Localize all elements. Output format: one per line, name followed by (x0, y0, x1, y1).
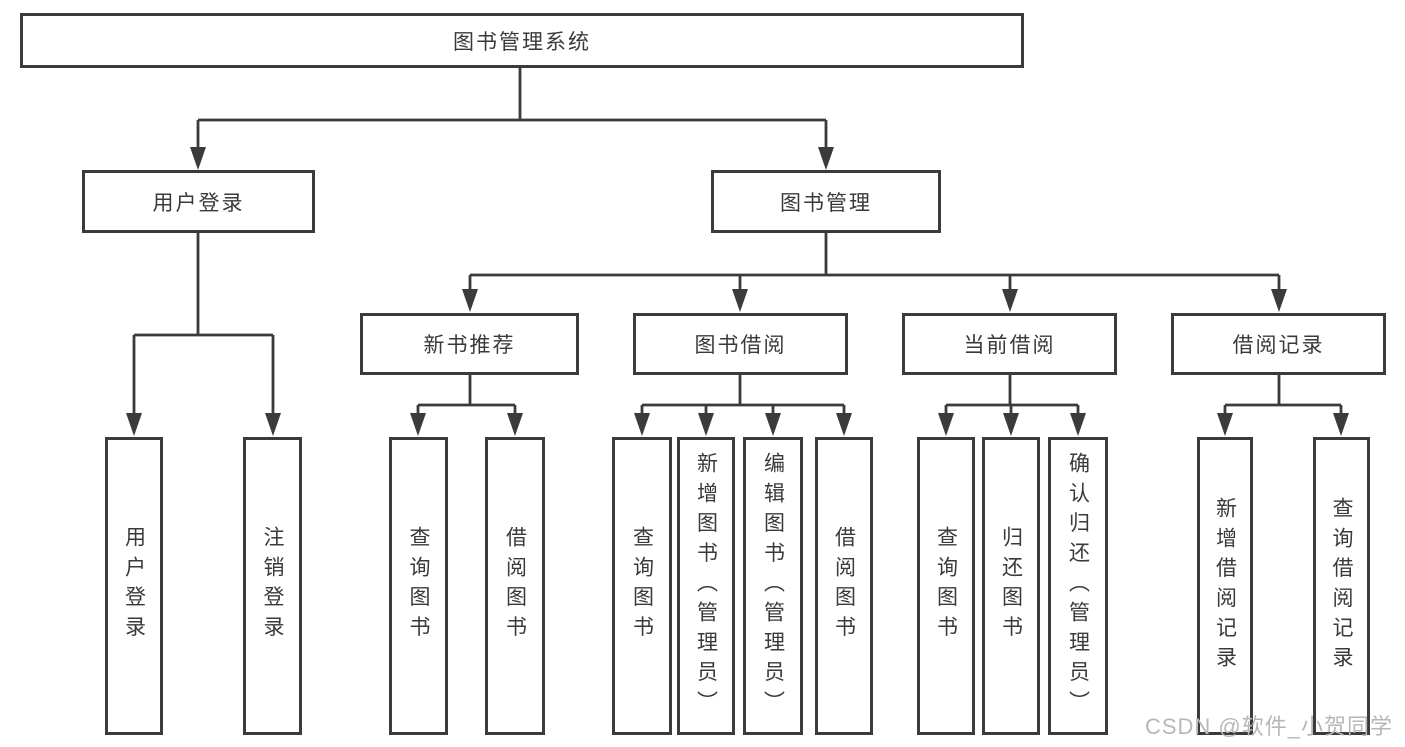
arrowhead (1333, 413, 1349, 436)
leaf-add-borrow-record: 新增借阅记录 (1197, 437, 1253, 735)
node-label: 图书管理 (780, 191, 872, 215)
leaf-label: 注销登录 (261, 526, 284, 646)
node-user-login: 用户登录 (82, 170, 315, 233)
node-library-management-system: 图书管理系统 (20, 13, 1024, 68)
arrowhead (634, 413, 650, 436)
node-current-borrowing: 当前借阅 (902, 313, 1117, 375)
arrowhead (462, 289, 478, 312)
leaf-label: 借阅图书 (832, 526, 856, 646)
arrowhead (126, 413, 142, 436)
arrowhead (1002, 289, 1018, 312)
arrowhead (836, 413, 852, 436)
node-borrowing-records: 借阅记录 (1171, 313, 1386, 375)
arrowhead (1070, 413, 1086, 436)
node-label: 图书借阅 (694, 334, 787, 357)
csdn-watermark: CSDN @软件_小贺同学 (1144, 714, 1393, 739)
node-label: 图书管理系统 (453, 30, 591, 54)
leaf-borrow-books-2: 借阅图书 (815, 437, 873, 735)
leaf-borrow-books-1: 借阅图书 (485, 437, 545, 735)
leaf-label: 借阅图书 (503, 526, 527, 646)
leaf-add-books-admin: 新增图书（管理员） (677, 437, 735, 735)
leaf-confirm-return-admin: 确认归还（管理员） (1048, 437, 1108, 735)
arrowhead (1271, 289, 1287, 312)
arrowhead (190, 147, 206, 170)
node-new-book-recommendation: 新书推荐 (360, 313, 579, 375)
node-book-management: 图书管理 (711, 170, 941, 233)
node-label: 新书推荐 (423, 334, 516, 357)
leaf-query-books-2: 查询图书 (612, 437, 672, 735)
leaf-label: 用户登录 (122, 526, 146, 646)
leaf-label: 归还图书 (999, 526, 1023, 646)
leaf-return-books: 归还图书 (982, 437, 1040, 735)
arrowhead (732, 289, 748, 312)
leaf-edit-books-admin: 编辑图书（管理员） (743, 437, 803, 735)
leaf-query-books-1: 查询图书 (389, 437, 448, 735)
node-label: 当前借阅 (963, 334, 1056, 357)
leaf-label: 查询图书 (630, 526, 654, 646)
leaf-logout: 注销登录 (243, 437, 302, 735)
node-label: 借阅记录 (1232, 334, 1325, 357)
arrowhead (410, 413, 426, 436)
leaf-label: 新增图书（管理员） (694, 451, 718, 721)
leaf-label: 编辑图书（管理员） (761, 451, 785, 721)
tree-branch-lines (132, 68, 1343, 415)
node-book-borrowing: 图书借阅 (633, 313, 848, 375)
leaf-label: 确认归还（管理员） (1066, 451, 1090, 721)
leaf-label: 查询图书 (407, 526, 430, 646)
arrowhead (507, 413, 523, 436)
arrowhead (938, 413, 954, 436)
leaf-label: 查询图书 (934, 526, 958, 646)
arrowhead (1003, 413, 1019, 436)
arrowhead (818, 147, 834, 170)
arrowhead (765, 413, 781, 436)
leaf-label: 新增借阅记录 (1213, 496, 1237, 676)
arrowhead (265, 413, 281, 436)
leaf-query-borrow-record: 查询借阅记录 (1313, 437, 1370, 735)
node-label: 用户登录 (152, 191, 245, 215)
leaf-label: 查询借阅记录 (1330, 496, 1353, 676)
leaf-query-books-3: 查询图书 (917, 437, 975, 735)
arrowheads (126, 147, 1349, 436)
arrowhead (1217, 413, 1233, 436)
leaf-user-login: 用户登录 (105, 437, 163, 735)
arrowhead (698, 413, 714, 436)
